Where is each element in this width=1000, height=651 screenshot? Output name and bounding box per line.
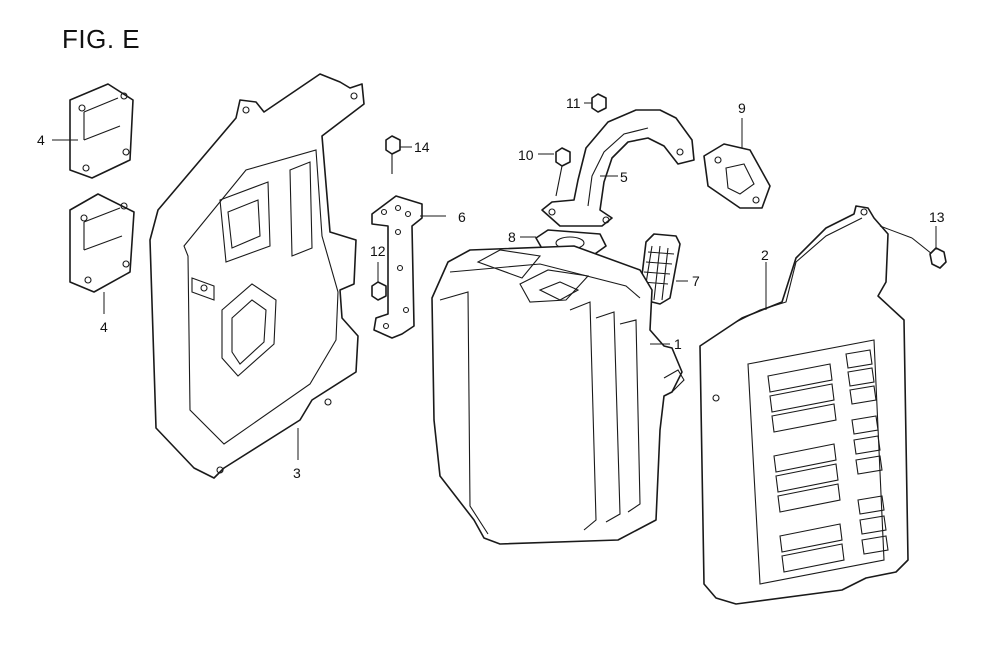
callout-6: 6 [458, 209, 466, 225]
part-13-bolt [911, 237, 947, 269]
callout-12: 12 [370, 243, 386, 259]
part-9-gasket [703, 143, 771, 209]
callout-5: 5 [620, 169, 628, 185]
figure-title: FIG. E [62, 24, 141, 54]
part-4-upper-plate [69, 83, 134, 179]
callout-14: 14 [414, 139, 430, 155]
callout-8: 8 [508, 229, 516, 245]
callout-1: 1 [674, 336, 682, 352]
leader-lines [52, 102, 937, 460]
callout-4-upper: 4 [37, 132, 45, 148]
callout-7: 7 [692, 273, 700, 289]
callout-4-lower: 4 [100, 319, 108, 335]
part-6-bracket [371, 195, 423, 339]
part-4-lower-plate [69, 193, 135, 293]
part-2-louvered-cover [699, 205, 909, 605]
part-11-nut [591, 93, 607, 113]
part-3-frame-panel [149, 73, 365, 479]
part-5-exhaust-pipe [541, 109, 695, 227]
callout-3: 3 [293, 465, 301, 481]
callout-13: 13 [929, 209, 945, 225]
part-12-nut [371, 281, 387, 301]
callout-10: 10 [518, 147, 534, 163]
part-14-bolt [385, 135, 401, 174]
callout-9: 9 [738, 100, 746, 116]
callout-2: 2 [761, 247, 769, 263]
part-1-muffler [431, 245, 685, 545]
callout-11: 11 [566, 95, 581, 111]
part-10-bolt [555, 147, 571, 197]
